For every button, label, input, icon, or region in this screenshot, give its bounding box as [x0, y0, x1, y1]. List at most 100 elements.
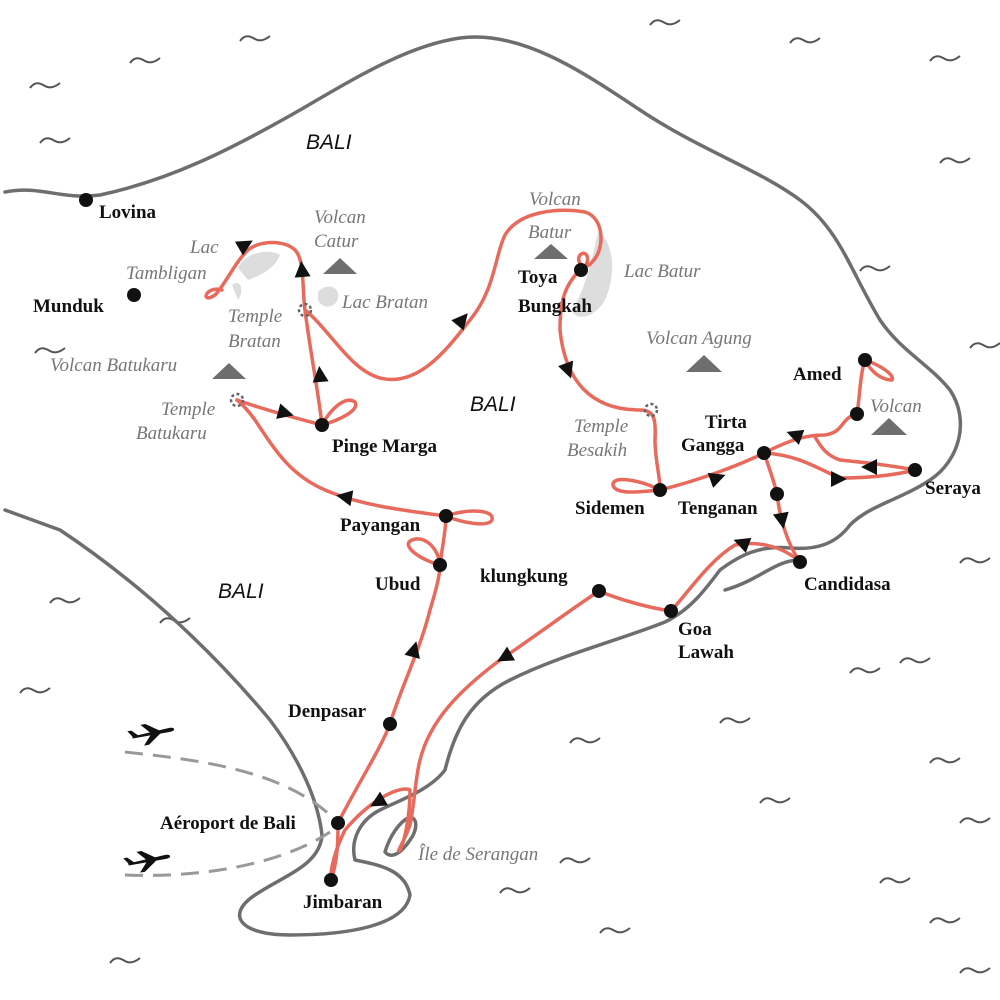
candidasa-coast [723, 558, 802, 592]
wave-icon [499, 887, 531, 894]
town-dot-icon [770, 487, 784, 501]
flight-path-bottom [124, 830, 331, 877]
label-volcan-catur: Catur [314, 231, 359, 252]
wave-icon [759, 797, 791, 804]
town-label-pinge-marga: Pinge Marga [332, 436, 438, 457]
wave-icon [969, 342, 1000, 349]
town-dot-icon [757, 446, 771, 460]
town-dot-icon [315, 418, 329, 432]
town-label-jimbaran: Jimbaran [303, 892, 383, 913]
wave-icon [879, 877, 911, 884]
direction-arrow-icon [558, 360, 574, 379]
direction-arrow-icon [451, 313, 468, 331]
town-dots [79, 193, 922, 887]
direction-arrow-icon [772, 511, 789, 529]
wave-icon [929, 917, 961, 924]
wave-icon [559, 857, 591, 864]
wave-icon [599, 927, 631, 934]
wave-icon [939, 157, 971, 164]
wave-icon [849, 667, 881, 674]
town-dot-icon [79, 193, 93, 207]
town-label-toya: Toya [518, 267, 558, 288]
label-volcan-batur: Volcan [529, 189, 581, 210]
label-volcan-east: Volcan [870, 396, 922, 417]
volcano-icon-batukaru [212, 363, 246, 379]
town-label-tirta: Tirta [705, 412, 747, 433]
label-volcan-catur: Volcan [314, 207, 366, 228]
label-temple-batukaru: Temple [161, 399, 215, 420]
town-dot-icon [664, 604, 678, 618]
label-volcan-batur: Batur [528, 222, 572, 243]
label-lac-bratan: Lac Bratan [341, 292, 428, 313]
direction-arrow-icon [404, 641, 420, 659]
wave-icon [109, 957, 141, 964]
direction-arrow-icon [861, 459, 877, 475]
town-label-sidemen: Sidemen [575, 498, 645, 519]
wave-icon [39, 137, 71, 144]
wave-icon [239, 35, 271, 42]
town-dot-icon [574, 263, 588, 277]
lac-tambligan [232, 251, 280, 300]
wave-icon [569, 737, 601, 744]
direction-arrow-icon [336, 490, 354, 507]
town-label-munduk: Munduk [33, 296, 104, 317]
wave-icon [719, 717, 751, 724]
town-dot-icon [331, 816, 345, 830]
direction-arrow-icon [312, 366, 329, 383]
town-label-aeroport: Aéroport de Bali [160, 813, 296, 834]
town-label-tenganan: Tenganan [678, 498, 758, 519]
region-label: BALI [218, 580, 264, 603]
volcano-icon-agung [686, 355, 722, 372]
label-volcan-batukaru: Volcan Batukaru [50, 355, 177, 376]
wave-icon [29, 82, 61, 89]
wave-icon [929, 55, 961, 62]
flight-path-top [124, 750, 332, 817]
town-label-bungkah: Bungkah [518, 296, 592, 317]
town-label-candidasa: Candidasa [804, 574, 891, 595]
lac-batur [572, 232, 613, 317]
direction-arrows [234, 240, 877, 807]
town-dot-icon [592, 584, 606, 598]
town-label-lawah: Lawah [678, 642, 734, 663]
label-temple-batukaru: Batukaru [136, 423, 207, 444]
town-label-lovina: Lovina [99, 202, 157, 223]
label-lac-tambligan: Lac [189, 237, 219, 258]
direction-arrow-icon [497, 646, 516, 662]
label-temple-besakih: Besakih [567, 440, 627, 461]
wave-icon [34, 347, 66, 354]
label-lac-batur: Lac Batur [623, 261, 701, 282]
town-dot-icon [858, 353, 872, 367]
town-dot-icon [324, 873, 338, 887]
wave-icon [959, 967, 991, 974]
direction-arrow-icon [786, 429, 805, 445]
airplane-icon [127, 724, 175, 746]
town-dot-icon [127, 288, 141, 302]
wave-icon [129, 57, 161, 64]
label-ile-de-serangan: Île de Serangan [417, 843, 538, 865]
town-label-gangga: Gangga [681, 435, 745, 456]
direction-arrow-icon [294, 261, 311, 278]
volcano-icon-batur [534, 244, 568, 259]
label-temple-bratan: Bratan [228, 331, 281, 352]
town-label-amed: Amed [793, 364, 842, 385]
wave-icon [929, 757, 961, 764]
town-label-seraya: Seraya [925, 478, 981, 499]
town-label-denpasar: Denpasar [288, 701, 367, 722]
lac-bratan [318, 286, 339, 307]
town-label-ubud: Ubud [375, 574, 421, 595]
wave-icon [959, 817, 991, 824]
town-label-payangan: Payangan [340, 515, 421, 536]
temple-icon-batukaru [229, 392, 245, 408]
label-lac-tambligan: Tambligan [126, 263, 207, 284]
temple-icon-besakih [643, 402, 659, 418]
direction-arrow-icon [234, 240, 253, 256]
direction-arrow-icon [831, 471, 847, 487]
volcano-icon-catur [323, 258, 357, 274]
region-label: BALI [470, 393, 516, 416]
wave-icon [959, 557, 991, 564]
label-temple-bratan: Temple [228, 306, 282, 327]
ile-de-serangan [383, 815, 418, 857]
wave-icon [19, 687, 51, 694]
wave-icon [899, 657, 931, 664]
